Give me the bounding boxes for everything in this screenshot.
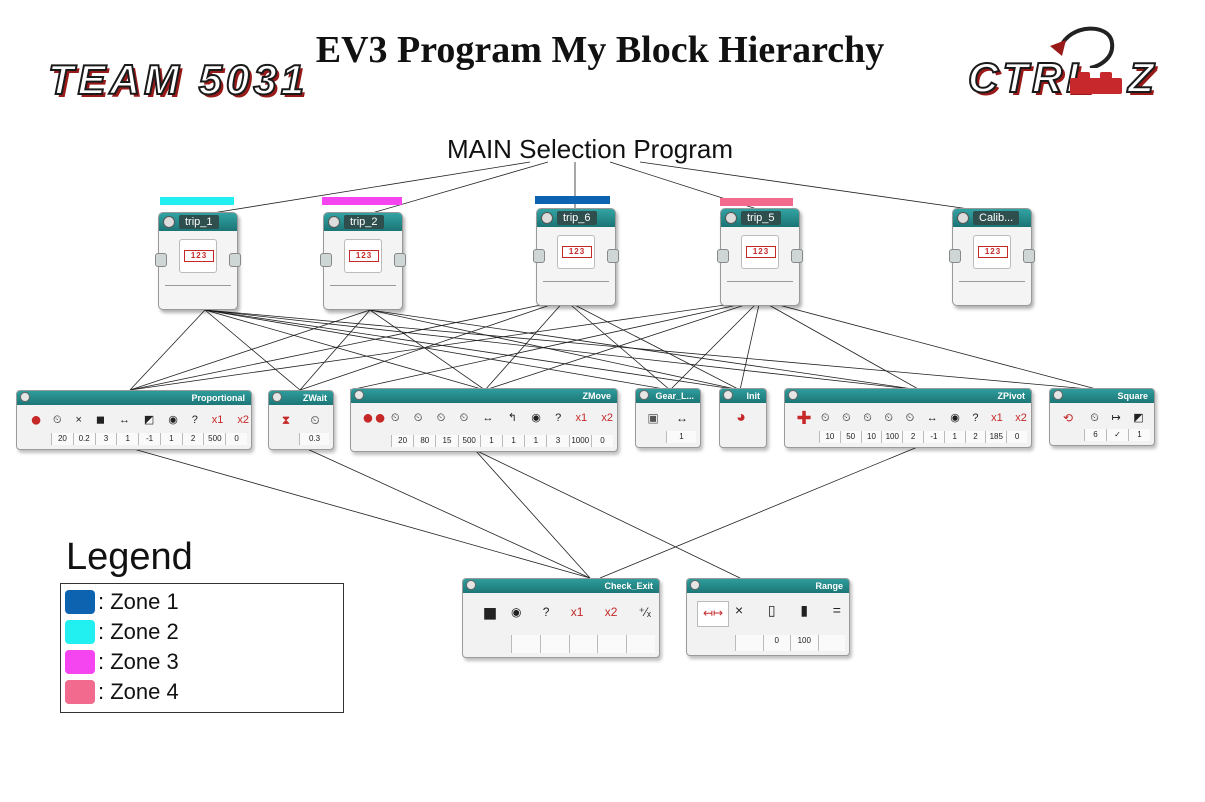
zone-bar-trip-6 bbox=[535, 196, 610, 204]
gear-icon bbox=[957, 212, 969, 224]
trip-name: trip_2 bbox=[344, 215, 384, 229]
team-logo: TEAM 5031 bbox=[47, 55, 309, 104]
legend-item: : Zone 4 bbox=[65, 679, 179, 705]
gear-icon bbox=[20, 392, 30, 402]
block-label: Proportional bbox=[191, 393, 246, 403]
trip-name: trip_1 bbox=[179, 215, 219, 229]
zone-swatch bbox=[65, 620, 95, 644]
trip-name: Calib... bbox=[973, 211, 1020, 225]
block-label: ZWait bbox=[302, 393, 327, 403]
sensor-icon: ▣ bbox=[647, 411, 659, 425]
block-label: Init bbox=[746, 391, 761, 401]
arrows-icon: ↔ bbox=[676, 411, 688, 425]
init-block[interactable]: Init ◕ bbox=[719, 388, 767, 448]
gear-icon bbox=[725, 212, 737, 224]
param-icons: ×▯▮= bbox=[735, 602, 841, 618]
legend: : Zone 1 : Zone 2 : Zone 3 : Zone 4 bbox=[60, 583, 344, 713]
zone-bar-trip-2 bbox=[322, 197, 402, 205]
undo-arrow-icon bbox=[1050, 26, 1115, 68]
zone-swatch bbox=[65, 650, 95, 674]
block-label: ZPivot bbox=[997, 391, 1025, 401]
zone-bar-trip-1 bbox=[160, 197, 234, 205]
block-label: Range bbox=[815, 581, 843, 591]
zone-bar-trip-5 bbox=[720, 198, 793, 206]
legend-title: Legend bbox=[66, 536, 193, 578]
param-icons: ⏲↦◩ bbox=[1090, 412, 1144, 424]
head-icon: ◕ bbox=[736, 409, 746, 426]
myblock-icon: 123 bbox=[973, 235, 1011, 269]
gear-icon bbox=[163, 216, 175, 228]
gear-l-block[interactable]: Gear_L... ▣ ↔ 1 bbox=[635, 388, 701, 448]
gear-icon bbox=[639, 390, 649, 400]
gear-icon bbox=[466, 580, 476, 590]
myblock-icon: 123 bbox=[179, 239, 217, 273]
ctrl-z-logo: Z bbox=[1127, 53, 1158, 102]
trip-name: trip_5 bbox=[741, 211, 781, 225]
pivot-icon: ✚ bbox=[796, 408, 812, 428]
gear-icon bbox=[328, 216, 340, 228]
gear-icon bbox=[788, 390, 798, 400]
block-label: Check_Exit bbox=[604, 581, 653, 591]
timer-icon: ⏲ bbox=[310, 413, 320, 427]
param-values: 6✓1 bbox=[1084, 429, 1150, 441]
page-title: EV3 Program My Block Hierarchy bbox=[315, 29, 885, 71]
gear-icon bbox=[723, 390, 733, 400]
myblock-icon: 123 bbox=[344, 239, 382, 273]
param-values: 1 bbox=[666, 431, 696, 443]
zwait-block[interactable]: ZWait ⧗ ⏲ 0.3 bbox=[268, 390, 334, 450]
block-label: ZMove bbox=[582, 391, 611, 401]
myblock-icon: 123 bbox=[741, 235, 779, 269]
calib-block[interactable]: Calib... 123 bbox=[949, 208, 1035, 306]
legend-item: : Zone 3 bbox=[65, 649, 179, 675]
myblock-icon: 123 bbox=[557, 235, 595, 269]
main-program-label: MAIN Selection Program bbox=[446, 134, 734, 164]
hourglass-icon: ⧗ bbox=[281, 413, 291, 427]
block-label: Square bbox=[1117, 391, 1148, 401]
zone-swatch bbox=[65, 680, 95, 704]
trip-5-block[interactable]: trip_5 123 bbox=[717, 208, 803, 306]
lego-brick-icon bbox=[1070, 72, 1122, 94]
gear-icon bbox=[541, 212, 553, 224]
trip-name: trip_6 bbox=[557, 211, 597, 225]
motor-icon: ●● bbox=[361, 407, 387, 429]
zone-swatch bbox=[65, 590, 95, 614]
gear-icon bbox=[1053, 390, 1063, 400]
gear-icon bbox=[272, 392, 282, 402]
trip-6-block[interactable]: trip_6 123 bbox=[533, 208, 619, 306]
square-block[interactable]: Square ⟲ ⏲↦◩ 6✓1 bbox=[1049, 388, 1155, 446]
toolbox-icon: ■ bbox=[482, 600, 498, 627]
trip-1-block[interactable]: trip_1 123 bbox=[155, 212, 241, 310]
legend-item: : Zone 2 bbox=[65, 619, 179, 645]
gear-icon bbox=[690, 580, 700, 590]
motor-icon: ● bbox=[29, 409, 43, 431]
block-label: Gear_L... bbox=[655, 391, 694, 401]
legend-item: : Zone 1 bbox=[65, 589, 179, 615]
trip-2-block[interactable]: trip_2 123 bbox=[320, 212, 406, 310]
square-icon: ⟲ bbox=[1062, 411, 1074, 425]
range-icon: ↤↦ bbox=[697, 601, 729, 627]
param-values: 0.3 bbox=[299, 433, 329, 445]
param-values bbox=[511, 635, 655, 653]
gear-icon bbox=[354, 390, 364, 400]
